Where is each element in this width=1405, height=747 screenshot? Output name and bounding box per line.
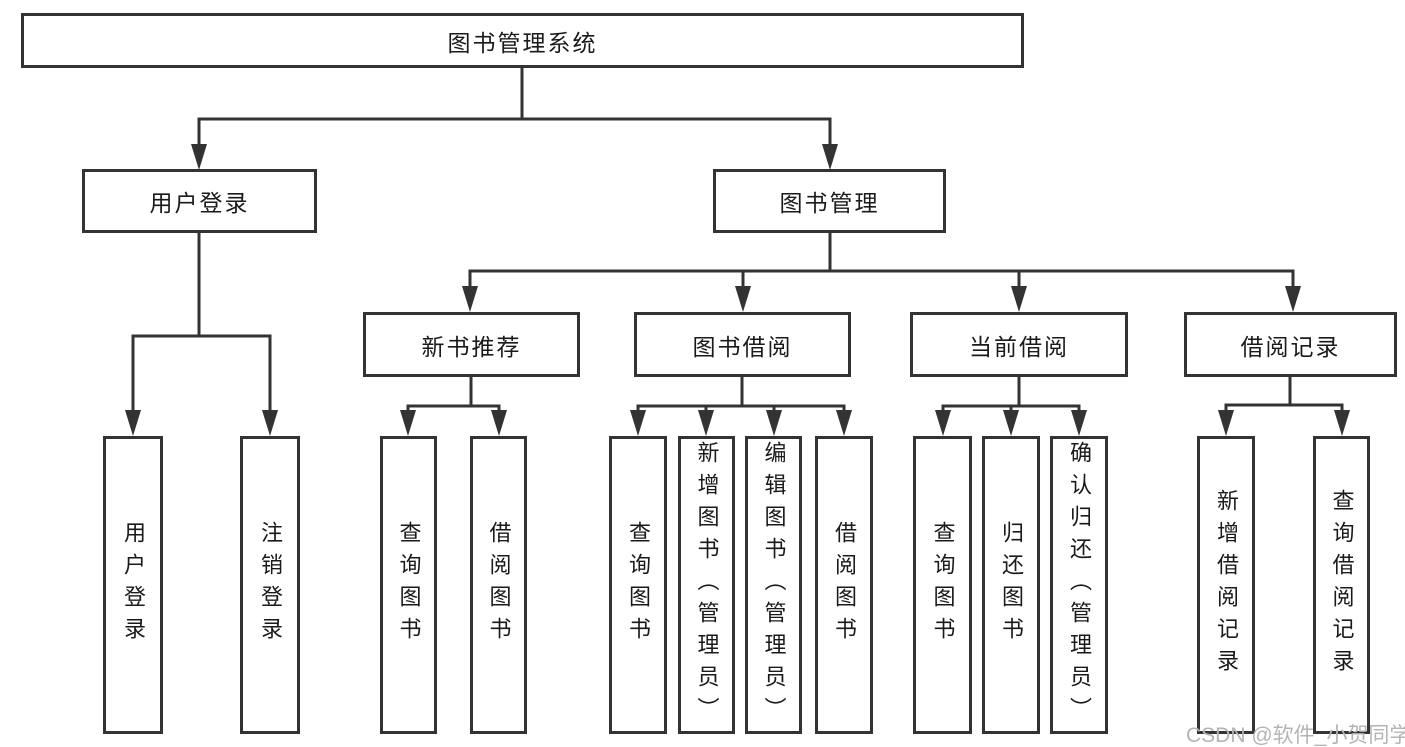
node-label: 用户登录 <box>149 190 250 216</box>
node-user-login: 用户登录 <box>82 169 317 233</box>
leaf-query-books-recommend: 查询图书 <box>380 436 437 734</box>
node-label: 新书推荐 <box>421 333 522 360</box>
node-label: 当前借阅 <box>969 333 1069 360</box>
node-label: 查询图书 <box>930 521 956 649</box>
node-label: 图书借阅 <box>692 333 793 360</box>
node-label: 新增借阅记录 <box>1214 489 1239 681</box>
node-label: 查询图书 <box>396 521 422 649</box>
node-borrowing-records: 借阅记录 <box>1184 312 1397 377</box>
node-book-management: 图书管理 <box>713 169 946 233</box>
csdn-watermark: CSDN @软件_小贺同学 <box>1186 724 1405 747</box>
node-current-borrowing: 当前借阅 <box>910 312 1128 377</box>
leaf-borrow-books: 借阅图书 <box>815 436 873 734</box>
leaf-query-borrow-record: 查询借阅记录 <box>1313 436 1370 734</box>
node-label: 确认归还（管理员） <box>1067 441 1092 729</box>
leaf-query-books-borrow: 查询图书 <box>609 436 667 734</box>
leaf-return-books: 归还图书 <box>982 436 1040 734</box>
leaf-logout: 注销登录 <box>240 436 300 734</box>
node-new-book-recommend: 新书推荐 <box>363 312 580 377</box>
node-label: 借阅图书 <box>486 521 512 649</box>
node-book-borrowing: 图书借阅 <box>634 312 851 377</box>
leaf-add-borrow-record: 新增借阅记录 <box>1197 436 1255 734</box>
node-label: 图书管理 <box>779 190 880 216</box>
node-label: 编辑图书（管理员） <box>761 441 787 729</box>
leaf-user-login: 用户登录 <box>103 436 163 734</box>
node-label: 查询图书 <box>626 521 651 649</box>
node-system-root: 图书管理系统 <box>21 13 1024 68</box>
node-label: 新增图书（管理员） <box>694 441 720 729</box>
leaf-edit-books-admin: 编辑图书（管理员） <box>745 436 802 734</box>
node-label: 注销登录 <box>258 521 283 649</box>
leaf-confirm-return-admin: 确认归还（管理员） <box>1050 436 1108 734</box>
node-label: 用户登录 <box>121 521 146 649</box>
node-label: 借阅记录 <box>1240 333 1341 360</box>
node-label: 借阅图书 <box>832 521 857 649</box>
node-label: 图书管理系统 <box>447 29 598 56</box>
leaf-add-books-admin: 新增图书（管理员） <box>678 436 735 734</box>
leaf-query-books-current: 查询图书 <box>913 436 972 734</box>
node-label: 查询借阅记录 <box>1329 489 1355 681</box>
leaf-borrow-books-recommend: 借阅图书 <box>470 436 527 734</box>
node-label: 归还图书 <box>999 521 1024 649</box>
